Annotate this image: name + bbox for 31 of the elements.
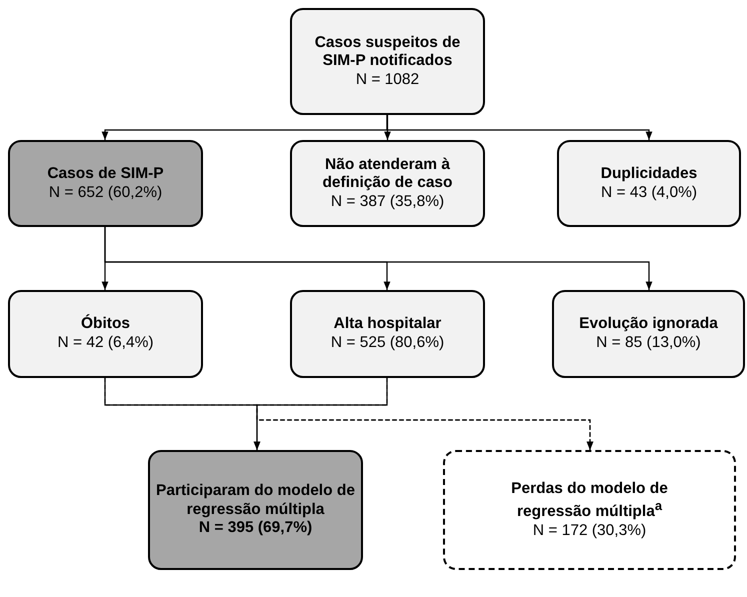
arrow bbox=[256, 378, 594, 450]
box-heading: Participaram do modelo de regressão múltipla bbox=[156, 482, 355, 520]
process-box bbox=[290, 8, 485, 115]
box-heading: Não atenderam à definição de caso bbox=[321, 156, 454, 193]
process-box bbox=[8, 290, 203, 378]
box-heading: Evolução ignorada bbox=[579, 315, 718, 334]
arrow bbox=[384, 115, 391, 140]
box-heading: Casos suspeitos de SIM-P notificados bbox=[314, 34, 462, 71]
count-text: N = 652 (60,2%) bbox=[48, 184, 162, 202]
count-text: N = 1082 bbox=[356, 70, 420, 90]
box-heading: Casos de SIM-P bbox=[47, 164, 164, 184]
process-box bbox=[148, 450, 363, 570]
count-text: N = 42 (6,4%) bbox=[57, 334, 154, 353]
box-heading: Óbitos bbox=[80, 315, 130, 334]
count-text: N = 387 (35,8%) bbox=[330, 192, 444, 212]
process-box bbox=[443, 450, 736, 570]
count-text: N = 85 (13,0%) bbox=[596, 334, 701, 353]
process-box bbox=[552, 290, 745, 378]
box-heading: Alta hospitalar bbox=[334, 315, 442, 334]
arrow bbox=[386, 115, 652, 140]
process-box bbox=[557, 140, 741, 227]
box-heading: Perdas do modelo de regressão múltipla$^{a}$ bbox=[510, 480, 669, 522]
count-text: N = 43 (4,0%) bbox=[600, 184, 698, 202]
count-text: N = 525 (80,6%) bbox=[330, 334, 444, 353]
arrow bbox=[104, 227, 652, 290]
process-box bbox=[290, 290, 485, 378]
count-text: N = 395 (69,7%) bbox=[198, 519, 312, 538]
process-box bbox=[8, 140, 203, 227]
process-box bbox=[290, 140, 485, 227]
box-heading: Duplicidades bbox=[600, 164, 698, 184]
count-text: N = 172 (30,3%) bbox=[532, 522, 646, 540]
